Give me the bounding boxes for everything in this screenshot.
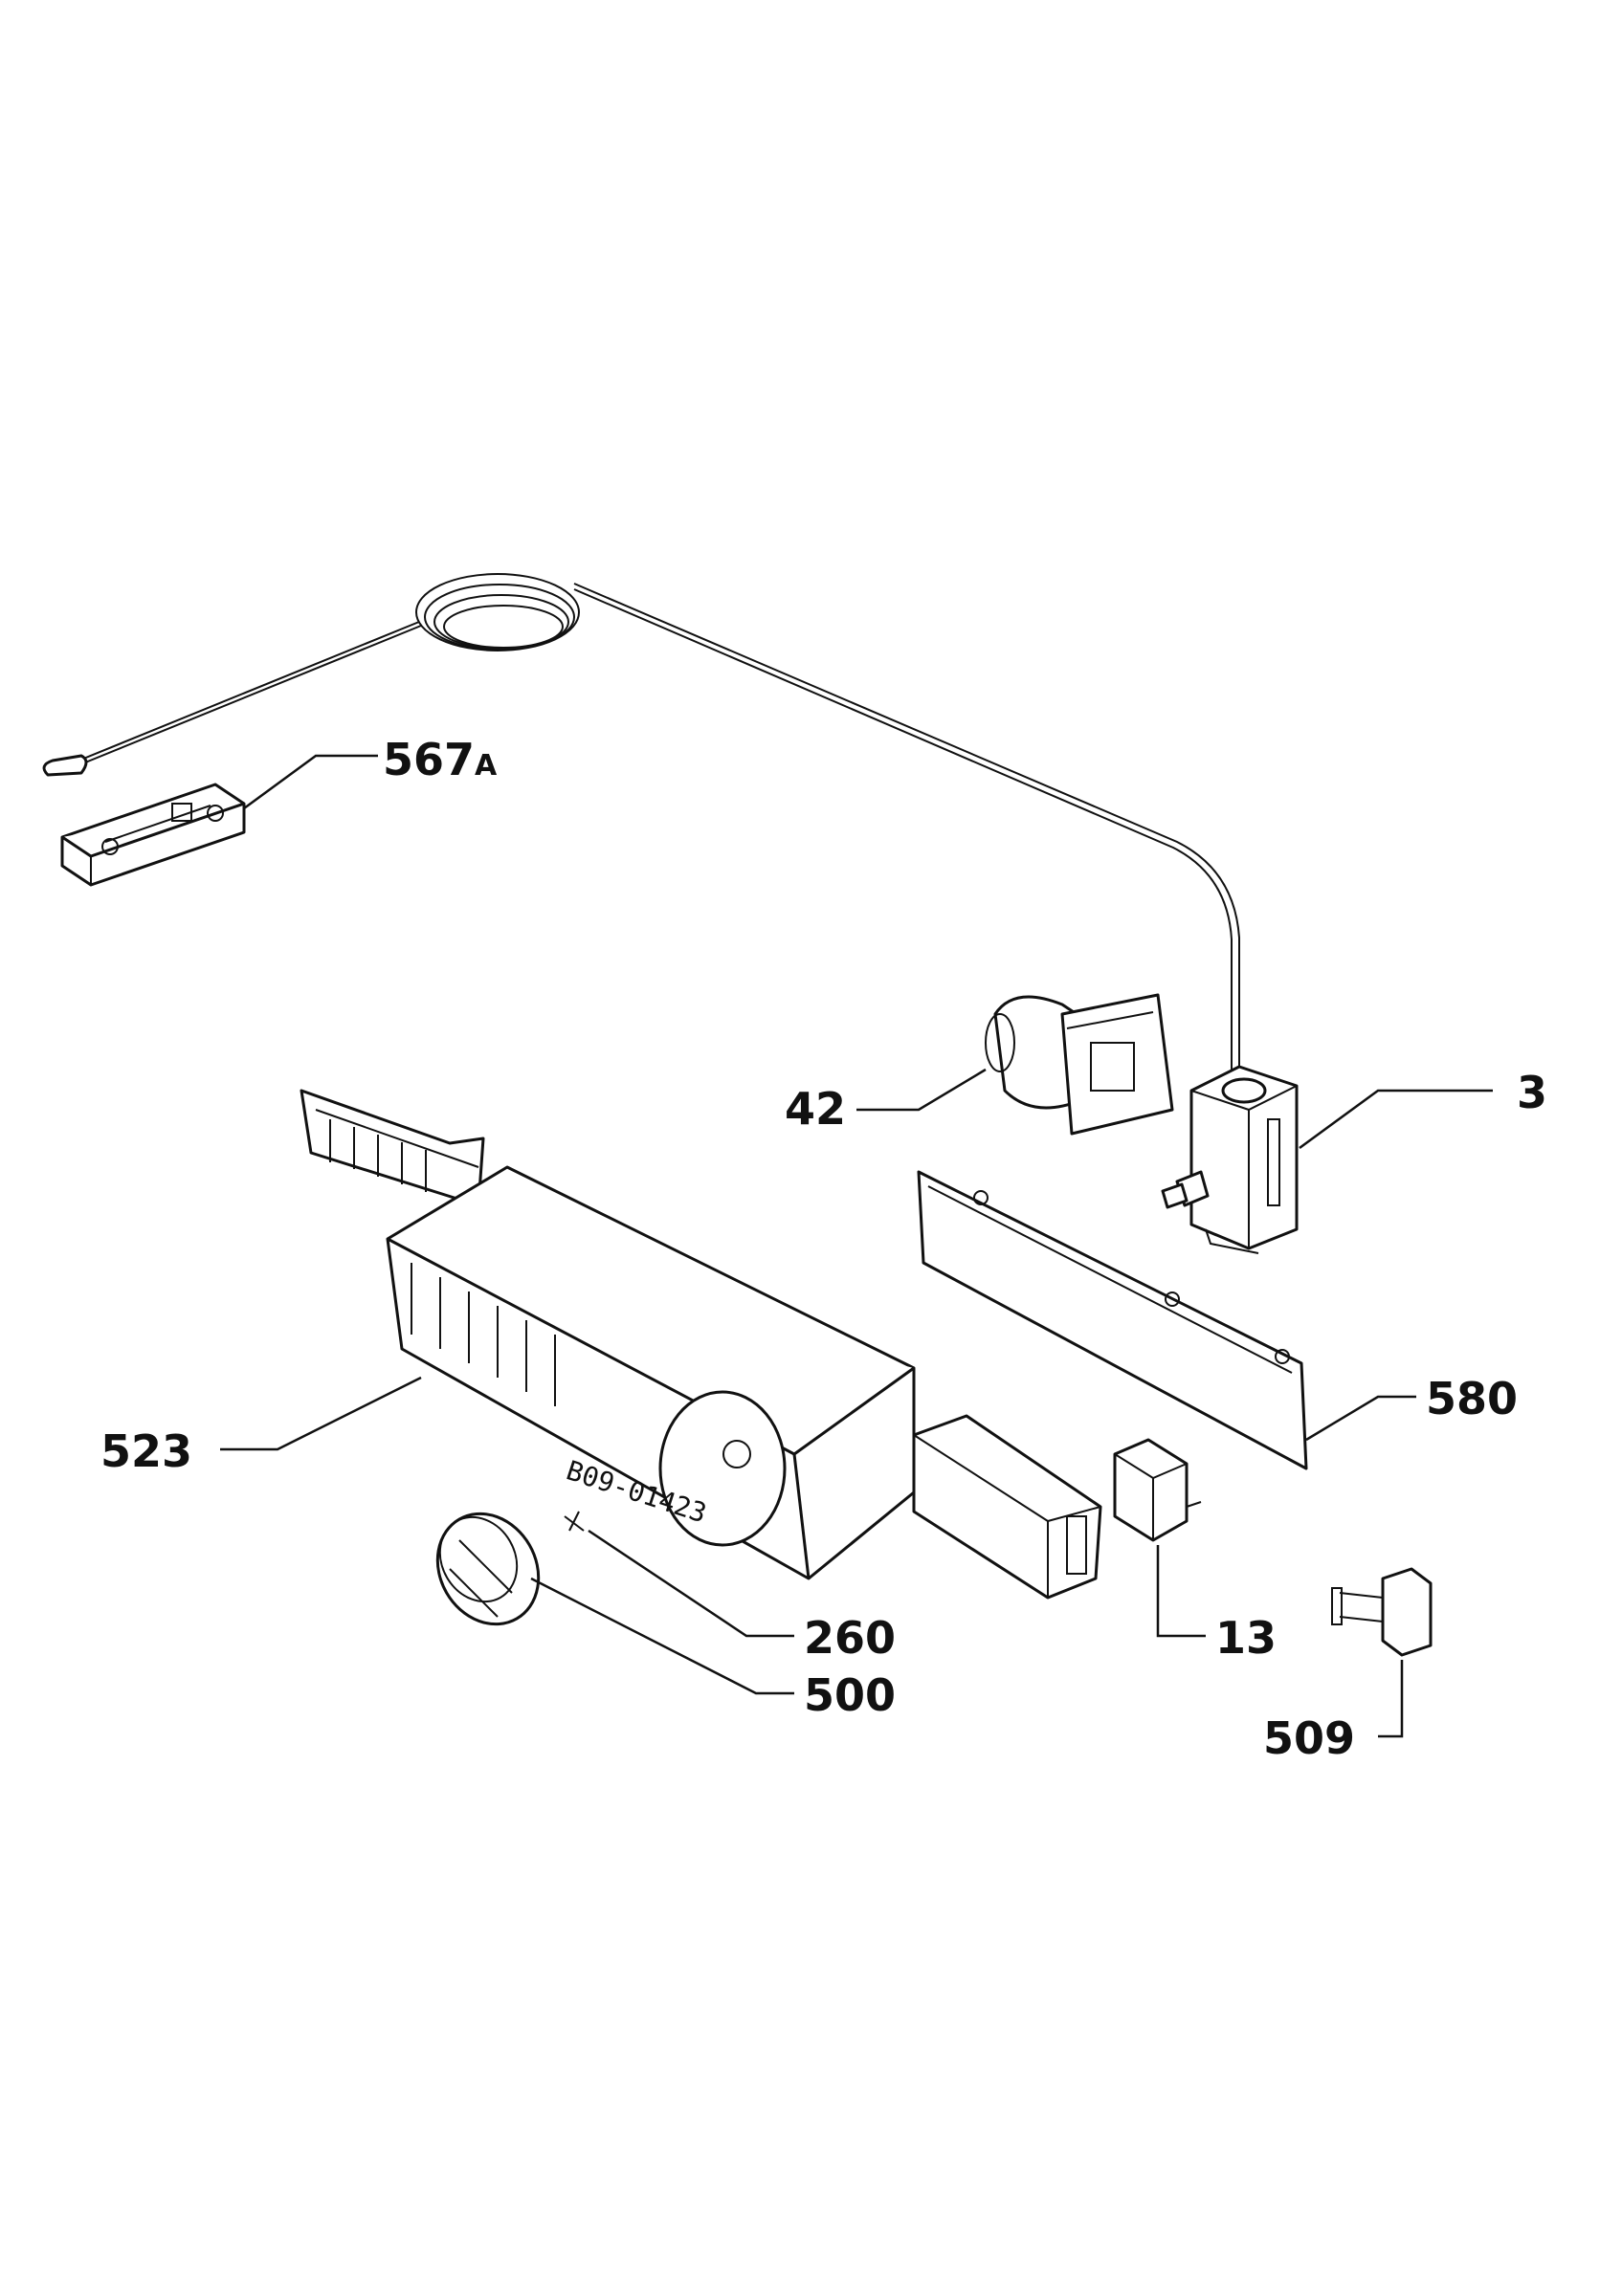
part-3-thermostat xyxy=(1161,1065,1299,1254)
leader-13 xyxy=(1156,1545,1206,1638)
thermostat-capillary xyxy=(42,573,1240,1119)
part-523-housing xyxy=(300,1089,916,1580)
leader-42 xyxy=(856,1068,987,1112)
leader-567a xyxy=(243,754,378,810)
part-260-screw xyxy=(564,1511,585,1532)
label-580: 580 xyxy=(1426,1373,1518,1424)
label-42: 42 xyxy=(785,1083,846,1135)
part-509-small-switch xyxy=(1331,1567,1433,1657)
label-523: 523 xyxy=(100,1425,192,1477)
part-lamp-cover-box xyxy=(912,1414,1102,1600)
leader-3 xyxy=(1299,1089,1493,1150)
part-567a-holder xyxy=(60,783,246,887)
part-500-knob xyxy=(435,1512,541,1626)
label-260: 260 xyxy=(804,1612,896,1664)
label-567a: 567A xyxy=(383,734,498,785)
label-3: 3 xyxy=(1517,1067,1547,1118)
leader-580 xyxy=(1305,1395,1416,1442)
leader-500 xyxy=(530,1577,794,1695)
part-580-cover-panel xyxy=(917,1170,1308,1470)
part-42-lamp-holder xyxy=(985,993,1174,1136)
label-500: 500 xyxy=(804,1669,896,1721)
label-509: 509 xyxy=(1263,1712,1355,1764)
leader-260 xyxy=(588,1529,794,1638)
label-13: 13 xyxy=(1215,1612,1277,1664)
leader-509 xyxy=(1378,1660,1404,1738)
leader-523 xyxy=(220,1376,422,1451)
part-13-switch xyxy=(1113,1438,1202,1542)
